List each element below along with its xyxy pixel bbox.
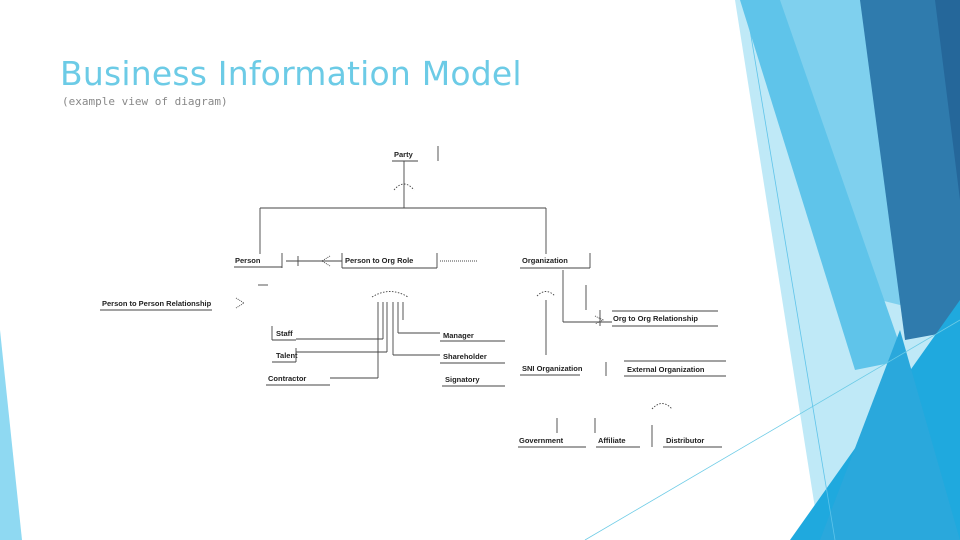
entity-manager: Manager xyxy=(443,331,474,340)
right-accent-dark xyxy=(860,0,960,340)
p2p-crowfoot xyxy=(235,297,245,309)
entity-affiliate: Affiliate xyxy=(598,436,626,445)
right-accent-navy xyxy=(935,0,960,200)
organization-generalization-arc xyxy=(536,291,556,297)
entity-org-to-org-relationship: Org to Org Relationship xyxy=(613,314,699,323)
slide-title: Business Information Model xyxy=(60,54,522,93)
right-accent-strip xyxy=(740,0,905,370)
org-rel-crowfoot xyxy=(594,315,605,325)
entity-person-to-org-role: Person to Org Role xyxy=(345,256,414,265)
party-generalization-arc xyxy=(393,183,415,191)
external-generalization-arc xyxy=(651,403,673,410)
accent-hairline-2 xyxy=(744,0,836,540)
entity-contractor: Contractor xyxy=(268,374,307,383)
entity-person-to-person-relationship: Person to Person Relationship xyxy=(102,299,212,308)
right-accent-blue xyxy=(820,330,960,540)
entity-talent: Talent xyxy=(276,351,298,360)
entity-external-organization: External Organization xyxy=(627,365,705,374)
left-accent-shape xyxy=(0,330,22,540)
accent-hairline xyxy=(584,319,960,540)
entity-signatory: Signatory xyxy=(445,375,480,384)
entity-person: Person xyxy=(235,256,261,265)
entity-shareholder: Shareholder xyxy=(443,352,487,361)
entity-party: Party xyxy=(394,150,413,159)
role-generalization-arc xyxy=(371,291,409,298)
entity-organization: Organization xyxy=(522,256,568,265)
entity-sni-organization: SNI Organization xyxy=(522,364,583,373)
entity-distributor: Distributor xyxy=(666,436,705,445)
entity-government: Government xyxy=(519,436,564,445)
slide-subtitle: (example view of diagram) xyxy=(62,95,228,108)
entity-staff: Staff xyxy=(276,329,293,338)
